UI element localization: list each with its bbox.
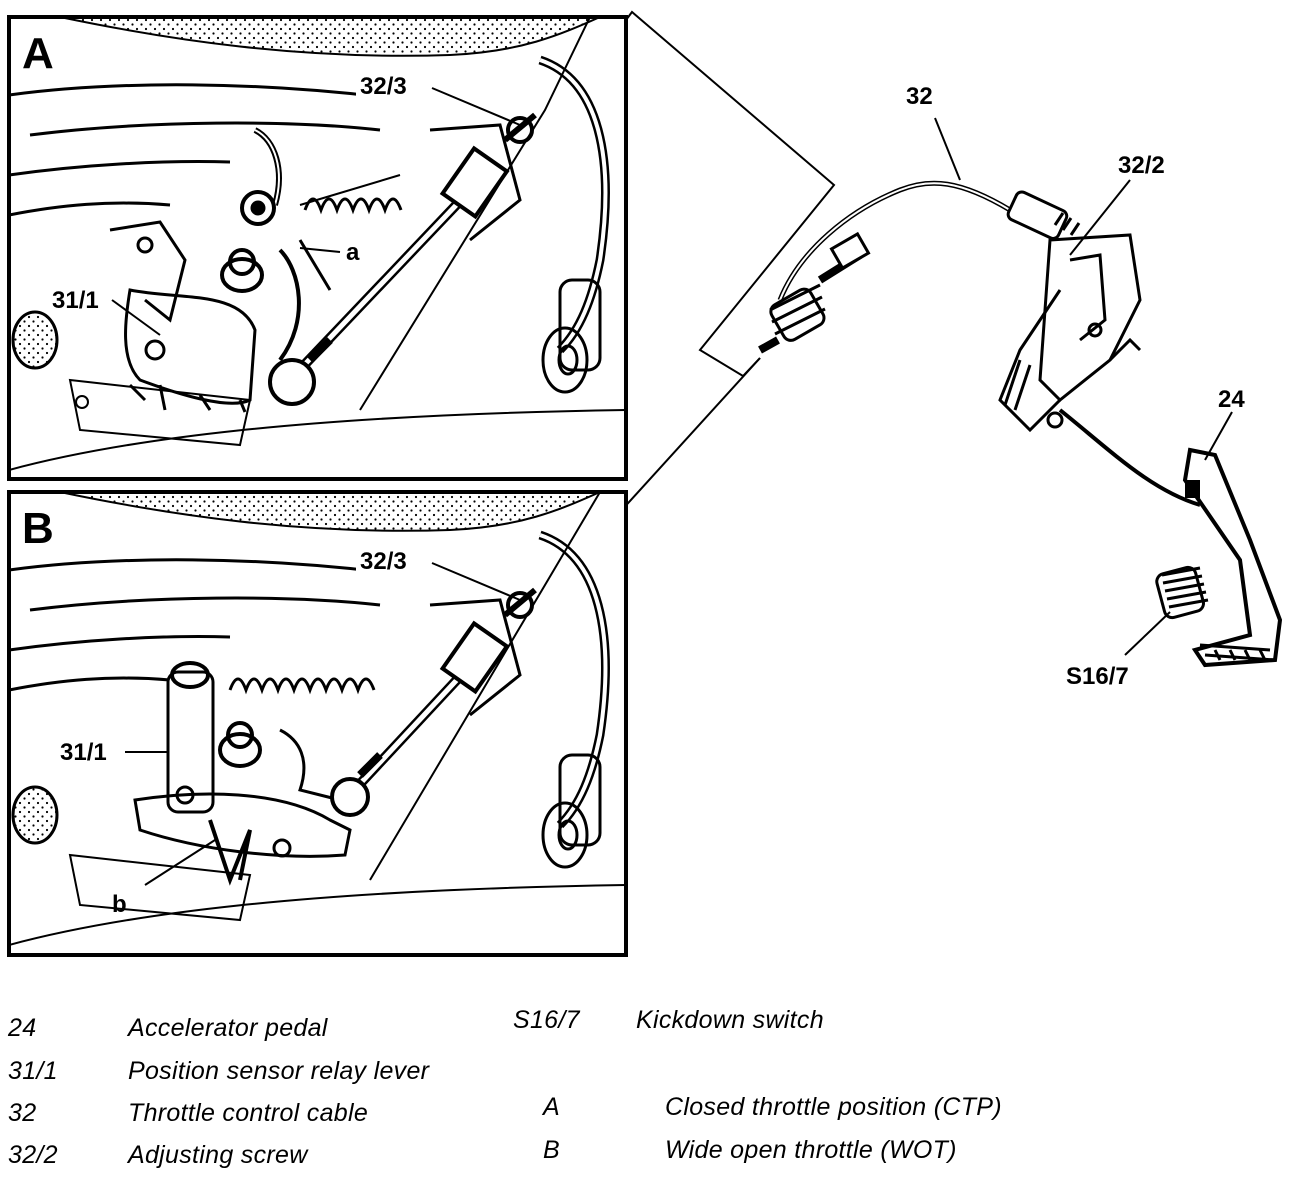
legend-code-a: A: [543, 1093, 560, 1121]
cable-grommet: [758, 231, 871, 354]
panel-a-callout-lever: 31/1: [52, 287, 99, 314]
legend-desc-ctp: Closed throttle position (CTP): [665, 1093, 1002, 1121]
accelerator-pedal: [1058, 408, 1283, 668]
panel-a: A 32/3 31/1 a: [7, 15, 628, 481]
legend-desc-position-sensor: Position sensor relay lever: [128, 1057, 430, 1085]
panel-a-callout-cable-end: 32/3: [360, 73, 407, 100]
panel-b: B 32/3 31/1 b: [7, 490, 628, 957]
pedal-bracket: [998, 233, 1142, 433]
legend-desc-throttle-cable: Throttle control cable: [128, 1099, 369, 1127]
kickdown-switch: [1155, 565, 1209, 620]
panel-a-callout-stop: a: [346, 239, 360, 266]
legend-code-32: 32: [8, 1099, 37, 1127]
legend-code-31-1: 31/1: [8, 1057, 58, 1085]
adjusting-screw-fitting: [1006, 190, 1081, 240]
legend-code-s16-7: S16/7: [513, 1006, 580, 1034]
panel-b-callout-cable-end: 32/3: [360, 548, 407, 575]
legend-desc-adjusting-screw: Adjusting screw: [128, 1141, 308, 1169]
legend-desc-kickdown-switch: Kickdown switch: [636, 1006, 824, 1034]
panel-a-letter: A: [22, 29, 54, 78]
callout-kickdown-switch: S16/7: [1066, 663, 1129, 690]
pedal-assembly: [758, 117, 1283, 668]
panel-b-letter: B: [22, 504, 54, 553]
callout-accelerator-pedal: 24: [1218, 386, 1245, 413]
callout-throttle-cable: 32: [906, 83, 933, 110]
callout-adjusting-screw: 32/2: [1118, 152, 1165, 179]
legend-code-24: 24: [8, 1014, 37, 1042]
legend-code-b: B: [543, 1136, 560, 1164]
legend-desc-accelerator-pedal: Accelerator pedal: [128, 1014, 328, 1042]
panel-b-callout-stop: b: [112, 891, 127, 918]
legend-desc-wot: Wide open throttle (WOT): [665, 1136, 957, 1164]
panel-b-callout-lever: 31/1: [60, 739, 107, 766]
legend-code-32-2: 32/2: [8, 1141, 58, 1169]
